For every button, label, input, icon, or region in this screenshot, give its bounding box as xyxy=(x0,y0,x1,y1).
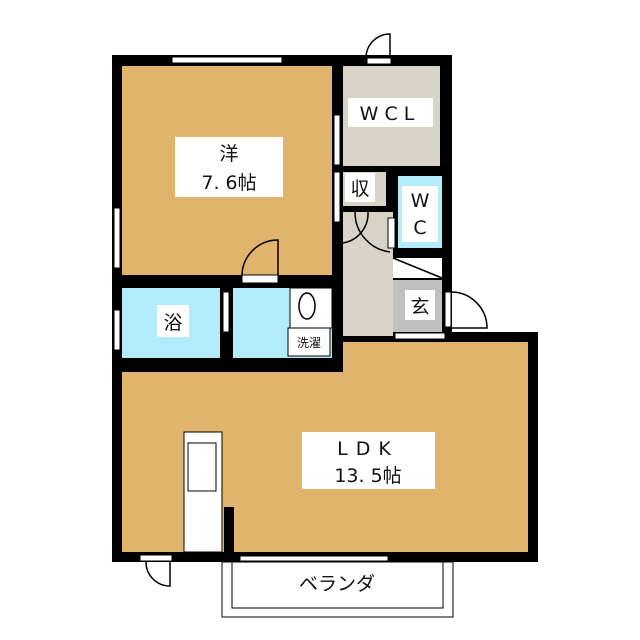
western-room-name: 洋 xyxy=(219,143,238,165)
front-door[interactable] xyxy=(444,291,452,328)
hallway xyxy=(343,212,393,336)
window-veranda[interactable] xyxy=(239,555,389,562)
western-room-size: 7. 6帖 xyxy=(201,172,256,194)
entrance-step xyxy=(394,332,446,340)
door-wc[interactable] xyxy=(387,217,396,249)
window-western-top xyxy=(171,56,283,64)
door-western[interactable] xyxy=(241,274,279,284)
bath-label: 浴 xyxy=(163,312,182,334)
door-ldk-side[interactable] xyxy=(139,554,173,562)
wc-label-2: C xyxy=(413,217,426,239)
storage-label: 収 xyxy=(350,178,369,200)
laundry-label: 洗濯 xyxy=(297,336,321,350)
wcl-label: WCL xyxy=(360,103,421,125)
door-bath[interactable] xyxy=(222,291,230,333)
ldk-size: 13. 5帖 xyxy=(334,465,401,487)
window-bath xyxy=(113,309,121,351)
veranda-label: ベランダ xyxy=(299,573,375,595)
window-western-left xyxy=(113,207,121,269)
ldk-name: LDK xyxy=(337,438,399,460)
wc-label-1: W xyxy=(411,190,430,212)
door-storage[interactable] xyxy=(333,171,341,223)
laundry-space xyxy=(287,327,331,357)
window-wcl xyxy=(366,57,392,65)
entrance-label: 玄 xyxy=(410,296,429,318)
door-wcl[interactable] xyxy=(333,114,341,166)
